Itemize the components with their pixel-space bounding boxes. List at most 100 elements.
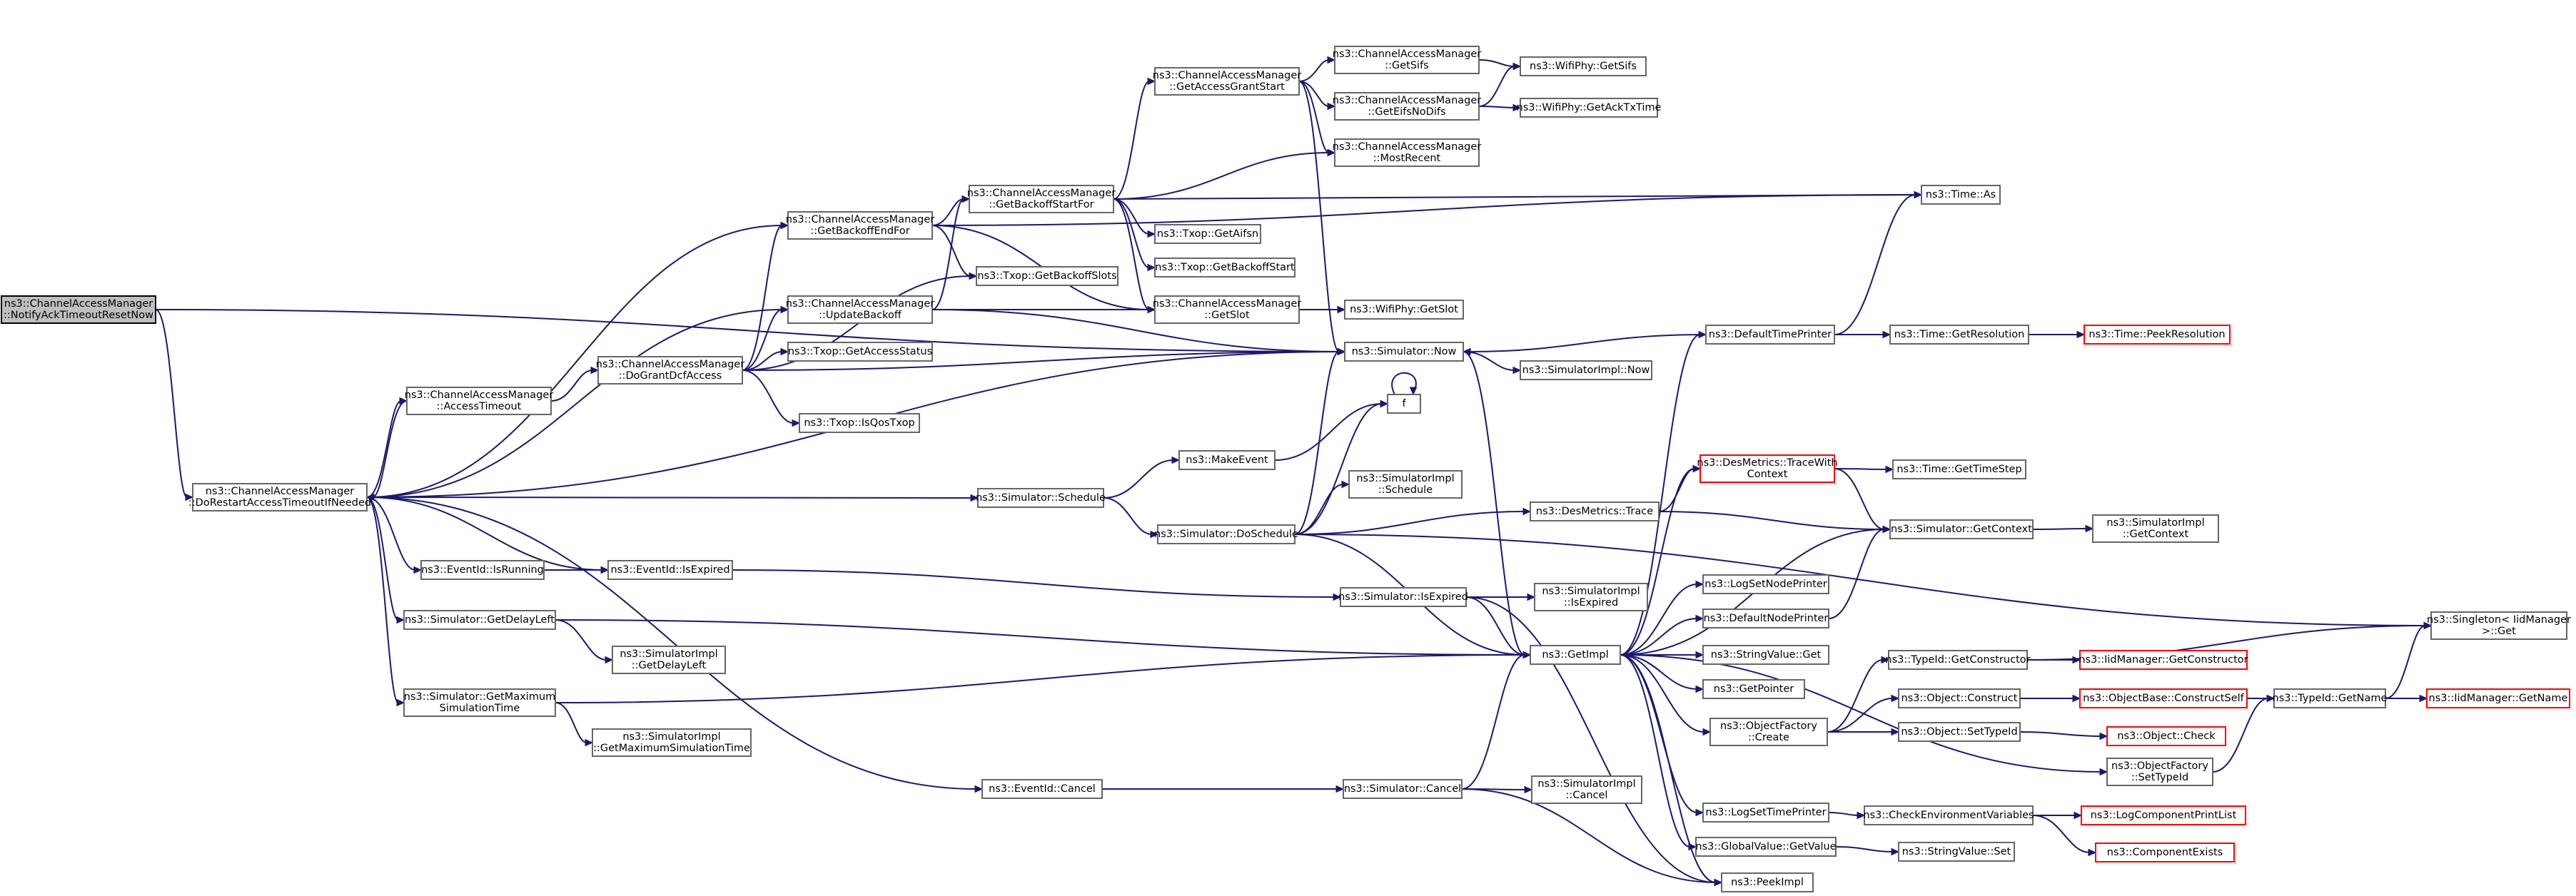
node-label-line: ns3::SimulatorImpl bbox=[2106, 517, 2204, 529]
node-eventCancel[interactable]: ns3::EventId::Cancel bbox=[981, 779, 1103, 799]
node-label-line: ns3::Simulator::GetMaximum bbox=[404, 691, 556, 703]
node-box bbox=[1709, 718, 1828, 746]
edge-arrowhead bbox=[1522, 651, 1532, 659]
node-f[interactable]: f bbox=[1387, 394, 1421, 414]
edge-line bbox=[1834, 468, 1885, 530]
node-simImplCancel[interactable]: ns3::SimulatorImpl::Cancel bbox=[1531, 775, 1642, 804]
node-timeGetRes[interactable]: ns3::Time::GetResolution bbox=[1889, 325, 2029, 345]
node-cmGetEifs[interactable]: ns3::ChannelAccessManager::GetEifsNoDifs bbox=[1333, 92, 1482, 121]
node-getImpl[interactable]: ns3::GetImpl bbox=[1530, 645, 1621, 665]
edge-line bbox=[550, 370, 593, 402]
node-txopBackoffStart[interactable]: ns3::Txop::GetBackoffStart bbox=[1154, 258, 1295, 278]
node-iidGetCtor[interactable]: ns3::IidManager::GetConstructor bbox=[2079, 650, 2248, 670]
node-simImplDelayLeft[interactable]: ns3::SimulatorImpl::GetDelayLeft bbox=[612, 646, 726, 674]
edge-line bbox=[732, 569, 1335, 598]
node-txopBackoffSlots[interactable]: ns3::Txop::GetBackoffSlots bbox=[976, 266, 1118, 286]
node-updateBackoff[interactable]: ns3::ChannelAccessManager::UpdateBackoff bbox=[786, 295, 935, 324]
node-phyAck[interactable]: ns3::WifiPhy::GetAckTxTime bbox=[1517, 98, 1662, 118]
node-label-line: ::GetContext bbox=[2123, 529, 2189, 540]
node-simGetDelayLeft[interactable]: ns3::Simulator::GetDelayLeft bbox=[403, 610, 556, 630]
node-cmGetSlot[interactable]: ns3::ChannelAccessManager::GetSlot bbox=[1153, 295, 1302, 324]
node-simIsExpired[interactable]: ns3::Simulator::IsExpired bbox=[1338, 587, 1468, 607]
node-txopAccessStatus[interactable]: ns3::Txop::GetAccessStatus bbox=[787, 342, 933, 362]
node-objBaseConstruct[interactable]: ns3::ObjectBase::ConstructSelf bbox=[2079, 688, 2248, 708]
node-iidGetName[interactable]: ns3::IidManager::GetName bbox=[2426, 688, 2570, 708]
node-getBackoffStart[interactable]: ns3::ChannelAccessManager::GetBackoffSta… bbox=[967, 185, 1116, 213]
node-timeAs[interactable]: ns3::Time::As bbox=[1921, 185, 2001, 205]
node-getBackoffEnd[interactable]: ns3::ChannelAccessManager::GetBackoffEnd… bbox=[786, 211, 935, 240]
node-simImplNow[interactable]: ns3::SimulatorImpl::Now bbox=[1520, 360, 1652, 380]
node-getPointer[interactable]: ns3::GetPointer bbox=[1702, 679, 1805, 699]
node-strValSet[interactable]: ns3::StringValue::Set bbox=[1898, 842, 2015, 862]
node-accessTimeout[interactable]: ns3::ChannelAccessManager::AccessTimeout bbox=[405, 387, 554, 415]
node-doGrant[interactable]: ns3::ChannelAccessManager::DoGrantDcfAcc… bbox=[596, 356, 745, 385]
node-makeEvent[interactable]: ns3::MakeEvent bbox=[1178, 450, 1276, 470]
node-logSetTime[interactable]: ns3::LogSetTimePrinter bbox=[1702, 803, 1829, 823]
edge-arrowhead bbox=[1409, 387, 1418, 396]
edge-line bbox=[1294, 403, 1383, 535]
node-simImplIsExpired[interactable]: ns3::SimulatorImpl::IsExpired bbox=[1534, 583, 1648, 611]
node-label-line: ns3::SimulatorImpl::Now bbox=[1522, 365, 1650, 376]
edge-line bbox=[1298, 81, 1340, 352]
node-simSchedule[interactable]: ns3::Simulator::Schedule bbox=[976, 488, 1106, 508]
node-timeStep[interactable]: ns3::Time::GetTimeStep bbox=[1892, 459, 2026, 479]
node-getAccessGrant[interactable]: ns3::ChannelAccessManager::GetAccessGran… bbox=[1153, 67, 1302, 96]
node-logCompPrint[interactable]: ns3::LogComponentPrintList bbox=[2081, 805, 2246, 825]
node-box bbox=[597, 356, 743, 385]
node-simGetMax[interactable]: ns3::Simulator::GetMaximumSimulationTime bbox=[403, 688, 556, 717]
node-root[interactable]: ns3::ChannelAccessManager::NotifyAckTime… bbox=[1, 295, 156, 324]
node-cmGetSifs[interactable]: ns3::ChannelAccessManager::GetSifs bbox=[1333, 46, 1482, 74]
node-simImplGetCtx[interactable]: ns3::SimulatorImpl::GetContext bbox=[2092, 514, 2219, 543]
node-peekImpl[interactable]: ns3::PeekImpl bbox=[1721, 872, 1814, 892]
node-objCheck[interactable]: ns3::Object::Check bbox=[2106, 726, 2226, 746]
node-desTrace[interactable]: ns3::DesMetrics::Trace bbox=[1530, 502, 1660, 521]
node-simImplMax[interactable]: ns3::SimulatorImpl::GetMaximumSimulation… bbox=[592, 728, 752, 757]
node-simGetCtx[interactable]: ns3::Simulator::GetContext bbox=[1889, 519, 2034, 539]
node-checkEnv[interactable]: ns3::CheckEnvironmentVariables bbox=[1863, 805, 2034, 825]
node-simImplSchedule[interactable]: ns3::SimulatorImpl::Schedule bbox=[1348, 470, 1463, 499]
node-eventIsRunning[interactable]: ns3::EventId::IsRunning bbox=[420, 560, 545, 580]
node-label-line: ns3::DesMetrics::TraceWith bbox=[1697, 457, 1837, 469]
edge-arrowhead bbox=[1695, 651, 1704, 659]
node-simNow[interactable]: ns3::Simulator::Now bbox=[1344, 342, 1464, 362]
edge-line bbox=[366, 497, 973, 499]
node-defaultTimePrinter[interactable]: ns3::DefaultTimePrinter bbox=[1705, 325, 1835, 345]
node-strValGet[interactable]: ns3::StringValue::Get bbox=[1702, 645, 1829, 665]
node-label-line: ns3::Object::Construct bbox=[1901, 693, 2018, 704]
node-defaultNodePrinter[interactable]: ns3::DefaultNodePrinter bbox=[1702, 609, 1829, 628]
node-label-line: ns3::Simulator::GetDelayLeft bbox=[405, 614, 555, 626]
node-simDoSchedule[interactable]: ns3::Simulator::DoSchedule bbox=[1154, 524, 1298, 544]
node-timePeekRes[interactable]: ns3::Time::PeekResolution bbox=[2083, 325, 2231, 345]
edge-line bbox=[155, 309, 188, 498]
call-edge-eventIsExpired-to-simIsExpired bbox=[732, 569, 1342, 601]
node-txopQos[interactable]: ns3::Txop::IsQosTxop bbox=[799, 413, 920, 433]
edge-line bbox=[1620, 468, 1695, 656]
node-logSetNode[interactable]: ns3::LogSetNodePrinter bbox=[1702, 574, 1829, 594]
node-box bbox=[1334, 46, 1480, 74]
node-txopAifsn[interactable]: ns3::Txop::GetAifsn bbox=[1154, 224, 1261, 244]
node-label-line: ns3::Txop::GetBackoffSlots bbox=[977, 270, 1116, 282]
edge-arrowhead bbox=[413, 566, 423, 574]
node-phySlot[interactable]: ns3::WifiPhy::GetSlot bbox=[1344, 300, 1464, 320]
node-eventIsExpired[interactable]: ns3::EventId::IsExpired bbox=[607, 560, 733, 580]
node-simCancel[interactable]: ns3::Simulator::Cancel bbox=[1343, 779, 1463, 799]
node-objFactorySetTypeId[interactable]: ns3::ObjectFactory::SetTypeId bbox=[2106, 758, 2213, 786]
node-box bbox=[2430, 611, 2567, 640]
node-objFactoryCreate[interactable]: ns3::ObjectFactory::Create bbox=[1709, 718, 1828, 746]
node-label-line: ns3::ChannelAccessManager bbox=[786, 214, 935, 225]
node-objSetTypeId[interactable]: ns3::Object::SetTypeId bbox=[1898, 722, 2021, 742]
node-restart[interactable]: ns3::ChannelAccessManager::DoRestartAcce… bbox=[188, 483, 371, 511]
node-label-line: ns3::Time::GetResolution bbox=[1894, 329, 2025, 340]
edge-line bbox=[1468, 334, 1707, 352]
node-typeIdGetName[interactable]: ns3::TypeId::GetName bbox=[2273, 688, 2388, 708]
node-phySifs[interactable]: ns3::WifiPhy::GetSifs bbox=[1520, 56, 1647, 76]
node-label-line: ::SetTypeId bbox=[2131, 772, 2188, 783]
node-mostRecent[interactable]: ns3::ChannelAccessManager::MostRecent bbox=[1333, 138, 1482, 167]
node-singletonGet[interactable]: ns3::Singleton< IidManager >::Get bbox=[2427, 611, 2571, 640]
node-compExists[interactable]: ns3::ComponentExists bbox=[2095, 842, 2235, 862]
node-typeIdGetCtor[interactable]: ns3::TypeId::GetConstructor bbox=[1885, 650, 2031, 670]
node-objConstruct[interactable]: ns3::Object::Construct bbox=[1898, 688, 2021, 708]
node-globalValGet[interactable]: ns3::GlobalValue::GetValue bbox=[1695, 837, 1837, 857]
